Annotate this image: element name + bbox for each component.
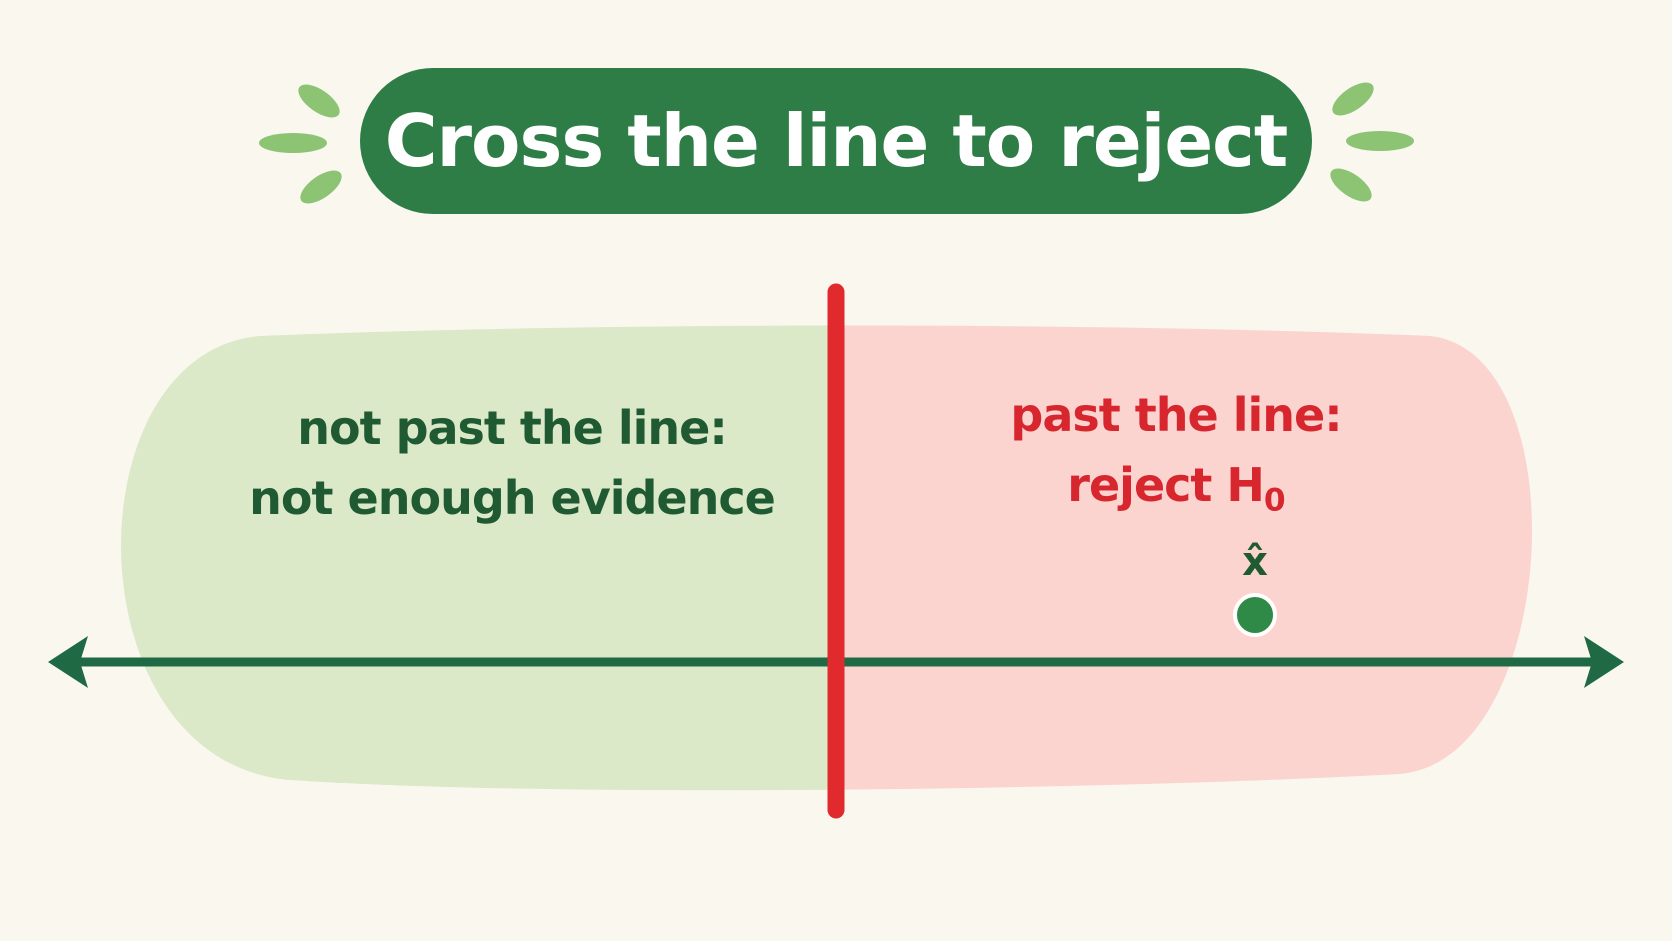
title-pill-background <box>360 68 1312 214</box>
leaf-accent-icon <box>1346 131 1414 151</box>
reject-region <box>836 325 1532 790</box>
left-arrow-icon <box>48 636 88 688</box>
title-accent-leaves <box>259 82 1414 204</box>
not-enough-evidence-region <box>121 325 836 791</box>
right-region-label: past the line: reject H0 <box>906 380 1446 535</box>
right-region-label-line1: past the line: <box>1010 388 1342 442</box>
leaf-accent-icon <box>298 84 340 118</box>
h-subscript: 0 <box>1263 482 1286 519</box>
leaf-accent-icon <box>1330 168 1372 202</box>
observed-statistic-point <box>1233 593 1277 637</box>
title-banner: Cross the line to reject <box>360 68 1312 214</box>
right-arrow-icon <box>1584 636 1624 688</box>
left-region-label-line2: not enough evidence <box>249 471 776 525</box>
right-region-label-line2: reject H0 <box>906 450 1446 535</box>
reject-h-text: reject H <box>1067 458 1265 512</box>
point-label: x̂ <box>1242 539 1268 585</box>
left-region-label-line1: not past the line: <box>297 401 728 455</box>
title: Cross the line to reject <box>384 99 1289 183</box>
leaf-accent-icon <box>259 133 327 153</box>
leaf-accent-icon <box>1332 82 1374 116</box>
leaf-accent-icon <box>300 170 342 204</box>
left-region-label: not past the line: not enough evidence <box>212 393 812 533</box>
